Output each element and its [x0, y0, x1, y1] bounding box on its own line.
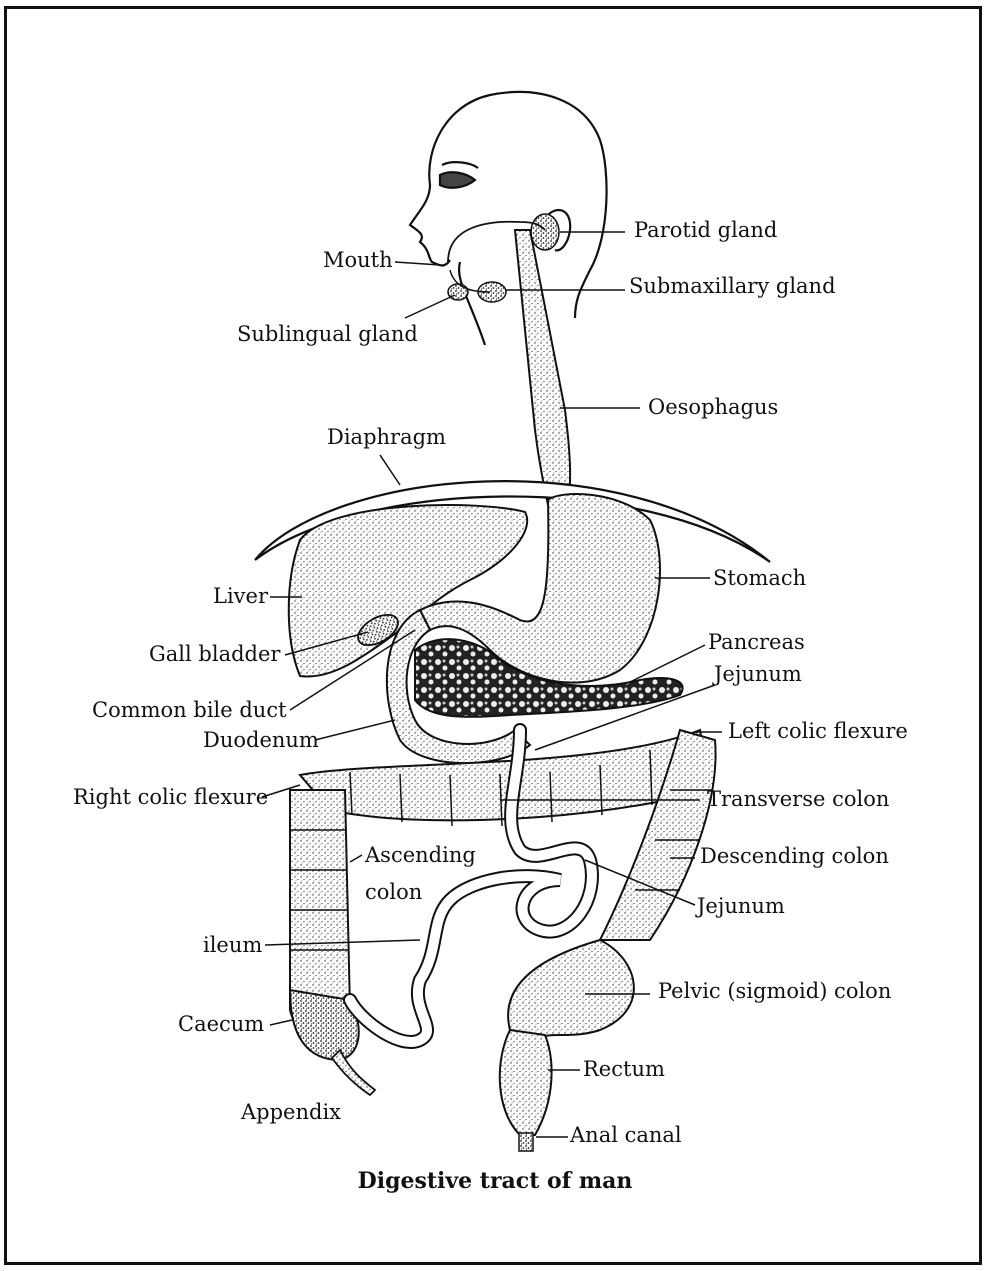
label-common-bile-duct: Common bile duct — [92, 700, 287, 721]
label-ascending-colon-line2: colon — [365, 882, 422, 903]
label-duodenum: Duodenum — [203, 730, 319, 751]
diagram-caption: Digestive tract of man — [0, 1168, 990, 1194]
appendix — [332, 1050, 375, 1095]
label-transverse-colon: Transverse colon — [707, 789, 889, 810]
label-parotid-gland: Parotid gland — [634, 220, 777, 241]
label-rectum: Rectum — [583, 1059, 665, 1080]
pelvic-colon — [508, 940, 634, 1040]
label-anal-canal: Anal canal — [570, 1125, 682, 1146]
label-caecum: Caecum — [178, 1014, 264, 1035]
label-right-colic-flexure: Right colic flexure — [73, 787, 268, 808]
oesophagus — [515, 230, 570, 505]
head-outline — [410, 92, 607, 345]
label-oesophagus: Oesophagus — [648, 397, 778, 418]
label-diaphragm: Diaphragm — [327, 427, 446, 448]
label-jejunum-lower: Jejunum — [697, 896, 785, 917]
label-jejunum-upper: Jejunum — [714, 664, 802, 685]
label-descending-colon: Descending colon — [700, 846, 889, 867]
label-ascending-colon-line1: Ascending — [365, 845, 476, 866]
anal-canal — [519, 1133, 533, 1151]
label-liver: Liver — [213, 586, 268, 607]
label-pelvic-colon: Pelvic (sigmoid) colon — [658, 981, 891, 1002]
label-left-colic-flexure: Left colic flexure — [728, 721, 908, 742]
label-mouth: Mouth — [323, 250, 393, 271]
label-sublingual-gland: Sublingual gland — [237, 324, 418, 345]
label-gall-bladder: Gall bladder — [149, 644, 280, 665]
label-ileum: ileum — [203, 935, 262, 956]
rectum — [500, 1030, 552, 1135]
label-submaxillary-gland: Submaxillary gland — [629, 276, 836, 297]
label-pancreas: Pancreas — [708, 632, 805, 653]
label-stomach: Stomach — [713, 568, 806, 589]
label-appendix: Appendix — [241, 1102, 341, 1123]
